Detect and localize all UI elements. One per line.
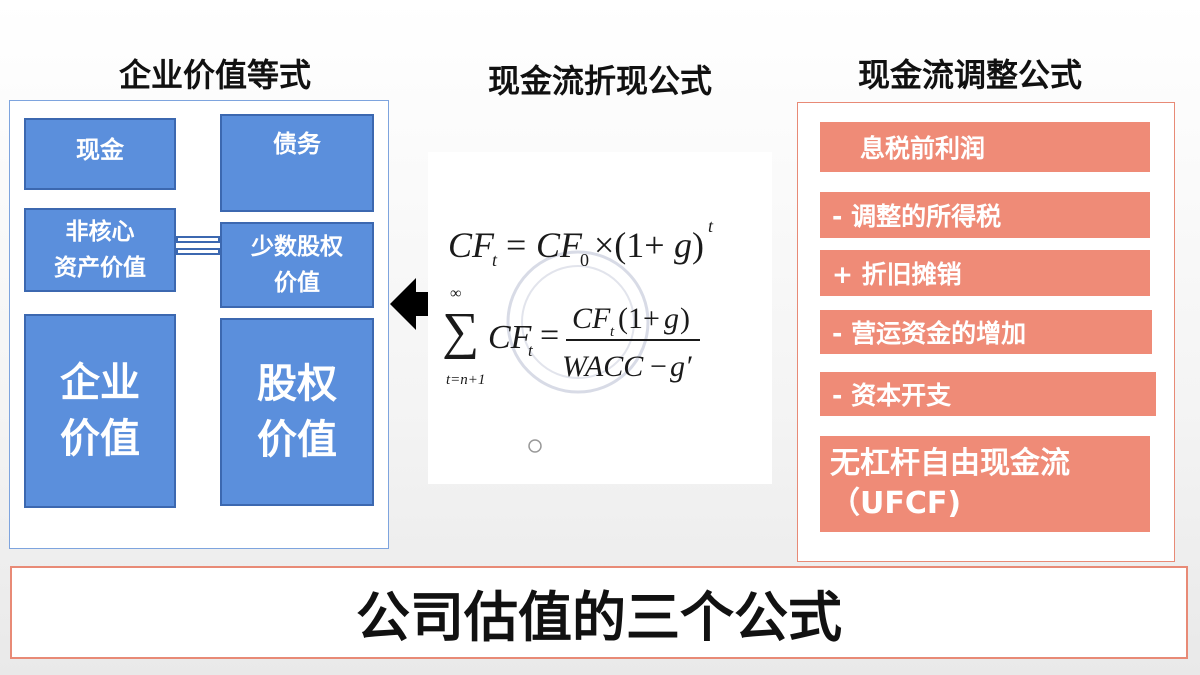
svg-text:g′: g′ bbox=[670, 350, 692, 383]
enterprise-value-block: 企业 价值 bbox=[24, 314, 176, 508]
equity-value-block: 股权 价值 bbox=[220, 318, 374, 506]
non-core-assets-label: 非核心 资产价值 bbox=[54, 219, 146, 281]
svg-text:g: g bbox=[674, 225, 692, 265]
svg-text:×(1+: ×(1+ bbox=[594, 225, 665, 265]
ebit-row: 息税前利润 bbox=[820, 122, 1150, 172]
cash-label: 现金 bbox=[76, 136, 124, 164]
cf-adjustment-heading: 现金流调整公式 bbox=[857, 56, 1082, 94]
working-capital-increase-row: - 营运资金的增加 bbox=[820, 310, 1152, 354]
svg-text:(1+: (1+ bbox=[618, 302, 660, 335]
svg-text:CF: CF bbox=[572, 302, 611, 335]
enterprise-value-heading: 企业价值等式 bbox=[118, 56, 311, 94]
svg-text:t: t bbox=[610, 324, 615, 340]
minority-interest-label: 少数股权 价值 bbox=[251, 234, 343, 296]
svg-text:): ) bbox=[680, 302, 690, 335]
svg-text:0: 0 bbox=[580, 250, 589, 270]
svg-text:t: t bbox=[708, 216, 714, 236]
svg-text:=: = bbox=[540, 317, 559, 354]
svg-text:CF: CF bbox=[536, 225, 583, 265]
svg-text:t: t bbox=[492, 250, 498, 270]
equals-bar-bottom bbox=[176, 248, 220, 255]
formula-svg: CF t = CF 0 ×(1+ g ) t ∞ ∑ t=n+1 CF t = … bbox=[442, 216, 714, 453]
svg-text:WACC: WACC bbox=[562, 350, 644, 383]
cash-block: 现金 bbox=[24, 118, 176, 190]
svg-text:CF: CF bbox=[488, 319, 533, 356]
svg-text:∑: ∑ bbox=[442, 303, 479, 360]
adjusted-tax-row: - 调整的所得税 bbox=[820, 192, 1150, 238]
depreciation-amortization-row: + 折旧摊销 bbox=[820, 250, 1150, 296]
dcf-heading: 现金流折现公式 bbox=[487, 62, 712, 100]
capex-row: - 资本开支 bbox=[820, 372, 1156, 416]
enterprise-value-label: 企业 价值 bbox=[60, 360, 140, 462]
formula-line-2: ∞ ∑ t=n+1 CF t = CF t (1+ g ) WACC − g′ bbox=[442, 285, 700, 388]
svg-text:∞: ∞ bbox=[450, 285, 461, 302]
ufcf-row: 无杠杆自由现金流 （UFCF) bbox=[820, 436, 1150, 532]
minority-interest-block: 少数股权 价值 bbox=[220, 222, 374, 308]
debt-block: 债务 bbox=[220, 114, 374, 212]
footer-title: 公司估值的三个公式 bbox=[356, 586, 842, 649]
svg-text:t=n+1: t=n+1 bbox=[446, 372, 485, 388]
dcf-formula-image: CF t = CF 0 ×(1+ g ) t ∞ ∑ t=n+1 CF t = … bbox=[428, 152, 772, 484]
equals-bar-top bbox=[176, 236, 220, 243]
svg-text:g: g bbox=[664, 302, 679, 335]
svg-text:): ) bbox=[692, 225, 704, 265]
equity-value-label: 股权 价值 bbox=[257, 361, 337, 463]
non-core-assets-block: 非核心 资产价值 bbox=[24, 208, 176, 292]
watermark-seal bbox=[506, 250, 650, 394]
svg-text:t: t bbox=[528, 341, 534, 360]
debt-label: 债务 bbox=[273, 130, 321, 158]
formula-line-1: CF t = CF 0 ×(1+ g ) t bbox=[448, 216, 714, 270]
footer-title-box: 公司估值的三个公式 bbox=[10, 566, 1188, 659]
svg-text:CF: CF bbox=[448, 225, 495, 265]
svg-text:=: = bbox=[506, 225, 526, 265]
svg-text:−: − bbox=[650, 350, 667, 383]
left-arrow-icon bbox=[390, 278, 446, 330]
